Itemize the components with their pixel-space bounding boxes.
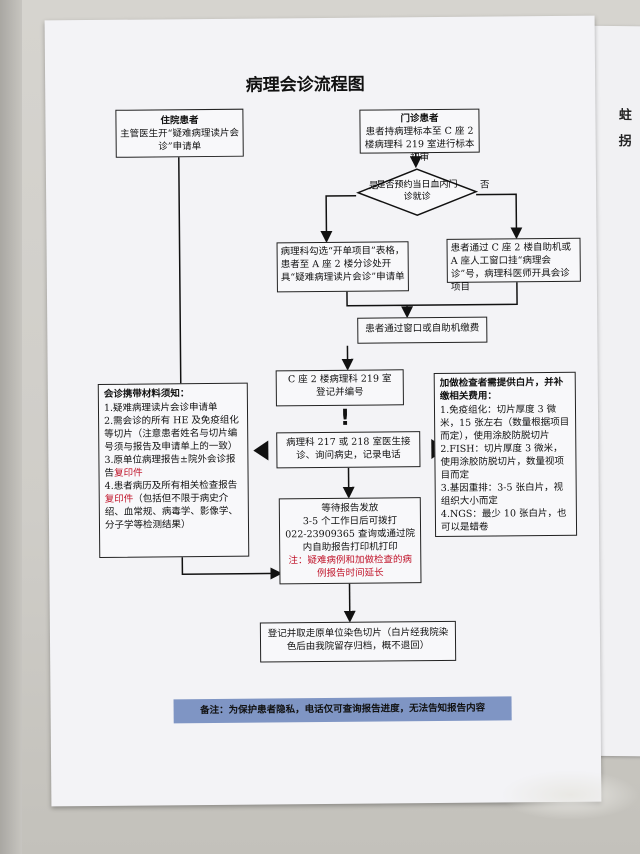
decision-text: 是否预约当日血内门诊就诊 <box>376 179 458 203</box>
privacy-note-bar: 备注：为保护患者隐私，电话仅可查询报告进度，无法告知报告内容 <box>173 696 512 724</box>
outpatient-body: 患者持病理标本至 C 座 2 楼病理科 219 室进行标本初审 <box>364 125 475 164</box>
left-arrow <box>253 440 269 461</box>
decision-no-label: 否 <box>479 179 490 191</box>
adjacent-paper-char: 拐 <box>618 134 632 150</box>
materials-item: 2.需会诊的所有 HE 及免疫组化等切片（注意患者姓名与切片编号须与报告及申请单… <box>104 414 239 453</box>
outpatient-box: 门诊患者 患者持病理标本至 C 座 2 楼病理科 219 室进行标本初审 <box>359 108 480 163</box>
extra-tests-item: 3.基因重排：3-5 张白片，视组织大小而定 <box>440 481 564 507</box>
inpatient-box: 住院患者 主管医生开“疑难病理读片会诊”申请单 <box>115 108 244 158</box>
decision-no-connector <box>476 193 523 240</box>
extra-tests-box: 加做检查者需提供白片，并补缴相关费用： 1.免疫组化：切片厚度 3 微米，15 … <box>433 371 578 538</box>
exclamation-icon: ! <box>339 405 351 431</box>
slide-return-box: 登记并取走原单位染色切片（白片经我院染色后由我院留存归档，概不退回） <box>259 620 457 663</box>
decision-diamond <box>356 168 479 216</box>
extra-tests-item: 2.FISH：切片厚度 3 微米，使用涂胶防脱切片，数量视项目而定 <box>440 442 565 481</box>
decision-yes-label: 是 <box>368 180 379 192</box>
flowchart-title: 病理会诊流程图 <box>245 74 365 96</box>
report-wait-box: 等待报告发放 3-5 个工作日后可拨打 022-23909365 查询或通过院内… <box>278 497 422 585</box>
yes-to-pay <box>346 289 414 319</box>
delay-note: 注：疑难病例和加做检查的病例报告时间延长 <box>288 554 413 580</box>
materials-item: 1.疑难病理读片会诊申请单 <box>103 401 218 414</box>
wall-edge <box>0 0 22 854</box>
materials-box: 会诊携带材料须知： 1.疑难病理读片会诊申请单 2.需会诊的所有 HE 及免疫组… <box>97 382 250 558</box>
materials-item: 4.患者病历及所有相关检查报告 <box>104 479 238 492</box>
photocopy-note: 复印件 <box>114 467 143 479</box>
consultation-box: 病理科 217 或 218 室医生接诊、询问病史，记录电话 <box>276 431 421 469</box>
extra-tests-item: 4.NGS：最少 10 张白片，也可以是蜡卷 <box>440 507 567 533</box>
registration-box: C 座 2 楼病理科 219 室登记并编号 <box>275 369 404 407</box>
extra-tests-item: 1.免疫组化：切片厚度 3 微米，15 张左右（数量根据项目而定），使用涂胶防脱… <box>439 403 570 442</box>
wall-stain <box>500 770 640 820</box>
inpatient-body: 主管医生开“疑难病理读片会诊”申请单 <box>120 127 240 153</box>
decision-yes-connector <box>320 194 357 243</box>
yes-branch-box: 病理科勾选“开单项目”表格，患者至 A 座 2 楼分诊处开具“疑难病理读片会诊”… <box>276 241 409 293</box>
photocopy-note: 复印件 <box>104 493 134 505</box>
materials-heading: 会诊携带材料须知： <box>103 388 190 400</box>
inpatient-heading: 住院患者 <box>160 115 199 127</box>
wait-line: 等待报告发放 <box>321 502 379 515</box>
no-branch-box: 患者通过 C 座 2 楼自助机或 A 座人工窗口挂“病理会诊”号，病理科医师开具… <box>446 237 581 293</box>
report-phone: 022-23909365 查询或通过院内自助报告打印机打印 <box>285 528 415 554</box>
payment-box: 患者通过窗口或自助机缴费 <box>357 316 488 344</box>
flowchart-sheet: 病理会诊流程图 住院患者 主管医生开“疑难病理读片会诊”申请单 门诊患者 患者持… <box>44 15 602 807</box>
extra-tests-heading: 加做检查者需提供白片，并补缴相关费用： <box>439 376 564 402</box>
outpatient-heading: 门诊患者 <box>400 112 439 125</box>
wait-line: 3-5 个工作日后可拨打 <box>302 515 398 528</box>
adjacent-paper-char: 蛀 <box>618 108 632 124</box>
